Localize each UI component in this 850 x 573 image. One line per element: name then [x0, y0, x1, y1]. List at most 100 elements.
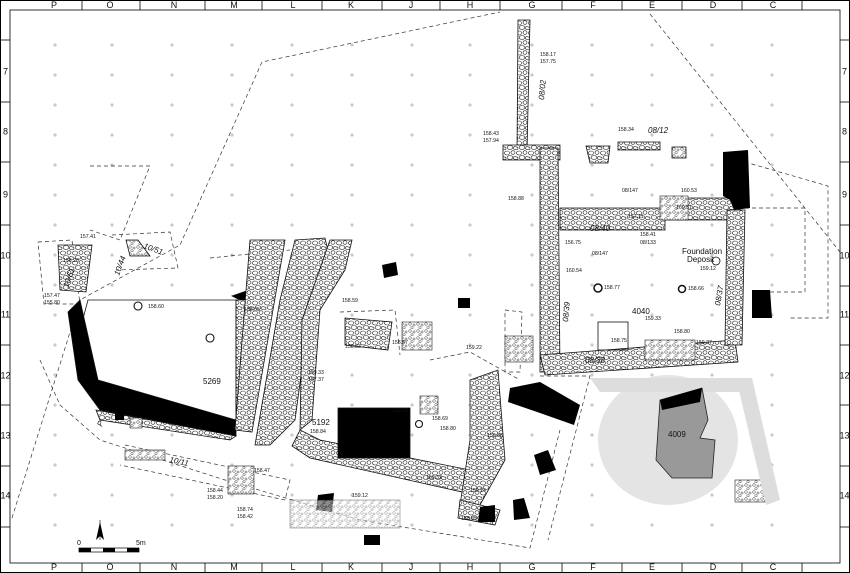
grid-cross: [650, 373, 654, 377]
grid-cross: [590, 343, 594, 347]
locus-label: 08/37: [713, 285, 725, 307]
elevation-label: 157.75: [540, 59, 556, 65]
grid-cross: [53, 43, 57, 47]
row-label: 9: [3, 189, 8, 199]
grid-cross: [530, 373, 534, 377]
grid-cross: [350, 43, 354, 47]
column-label: E: [649, 0, 655, 10]
grid-cross: [710, 223, 714, 227]
building-5192: [254, 237, 506, 526]
grid-cross: [53, 253, 57, 257]
grid-cross: [410, 43, 414, 47]
column-label: P: [51, 0, 57, 10]
row-label: 12: [0, 370, 10, 380]
grid-cross: [650, 283, 654, 287]
grid-cross: [710, 73, 714, 77]
elevation-label: 158.66: [688, 286, 704, 292]
grid-cross: [590, 433, 594, 437]
elevation-labels: 158.17 157.75 158.43 157.94 158.34 158.8…: [44, 52, 716, 522]
grid-cross: [770, 283, 774, 287]
grid-cross: [590, 73, 594, 77]
grid-cross: [530, 493, 534, 497]
elevation-label: 159.12: [352, 493, 368, 499]
grid-cross: [53, 463, 57, 467]
grid-cross: [53, 193, 57, 197]
elevation-label: 157.37: [308, 377, 324, 383]
grid-cross: [590, 373, 594, 377]
grid-cross: [170, 253, 174, 257]
grid-cross: [290, 103, 294, 107]
grid-cross: [53, 493, 57, 497]
grid-cross: [710, 313, 714, 317]
black-features: [115, 262, 580, 545]
locus-label: 08/147: [622, 188, 638, 194]
grid-cross: [710, 193, 714, 197]
grid-cross: [110, 523, 114, 527]
grid-cross: [350, 493, 354, 497]
grid-cross: [650, 103, 654, 107]
unit-label-4040: 4040: [632, 307, 650, 316]
column-label: C: [770, 0, 777, 10]
grid-cross: [53, 133, 57, 137]
row-label: 8: [842, 126, 847, 136]
grid-cross: [290, 43, 294, 47]
grid-cross: [230, 43, 234, 47]
row-label: 7: [3, 66, 8, 76]
elevation-label: 158.44: [207, 488, 223, 494]
unit-label-5269: 5269: [203, 377, 221, 386]
column-label: E: [649, 562, 655, 572]
grid-cross: [468, 133, 472, 137]
elevation-label: 158.86: [487, 433, 503, 439]
grid-cross: [410, 103, 414, 107]
column-label: P: [51, 562, 57, 572]
grid-cross: [710, 163, 714, 167]
locus-label: 08/39: [561, 301, 572, 322]
row-label: 12: [839, 370, 849, 380]
excavation-limit: [11, 11, 841, 549]
grid-cross: [110, 253, 114, 257]
grid-cross: [410, 193, 414, 197]
grid-cross: [170, 193, 174, 197]
grid-cross: [230, 103, 234, 107]
column-label: M: [230, 0, 238, 10]
scale-label-five: 5m: [136, 540, 146, 547]
elevation-label: 158.80: [674, 329, 690, 335]
grid-cross: [230, 253, 234, 257]
grid-cross: [53, 313, 57, 317]
elevation-label: 158.88: [508, 196, 524, 202]
grid-cross: [468, 523, 472, 527]
elevation-label: 158.74: [237, 507, 253, 513]
scale-label-zero: 0: [77, 540, 81, 547]
grid-cross: [410, 493, 414, 497]
foundation-deposit-label: Foundation: [682, 247, 722, 256]
grid-cross: [770, 163, 774, 167]
grid-cross: [53, 523, 57, 527]
grid-cross: [770, 343, 774, 347]
grid-cross: [290, 463, 294, 467]
grid-cross: [290, 223, 294, 227]
grid-cross: [350, 193, 354, 197]
row-label: 9: [842, 189, 847, 199]
row-label: 13: [0, 430, 10, 440]
grid-cross: [770, 193, 774, 197]
row-label: 13: [839, 430, 849, 440]
grid-cross: [590, 523, 594, 527]
locus-label: 10/44: [112, 254, 127, 276]
elevation-label: 158.75: [611, 338, 627, 344]
grid-cross: [468, 343, 472, 347]
grid-row-ticks: [0, 39, 850, 528]
grid-cross: [53, 73, 57, 77]
grid-cross: [770, 103, 774, 107]
elevation-label: 156.75: [565, 240, 581, 246]
unit-label-5192: 5192: [312, 418, 330, 427]
elevation-label: 158.05: [244, 307, 260, 313]
column-label: L: [290, 0, 295, 10]
grid-cross: [170, 133, 174, 137]
elevation-label: 157.47: [44, 293, 60, 299]
elevation-label: 159.27: [696, 340, 712, 346]
grid-cross: [350, 133, 354, 137]
grid-cross: [710, 493, 714, 497]
elevation-label: 159.33: [308, 370, 324, 376]
column-label: G: [528, 0, 535, 10]
grid-cross: [590, 193, 594, 197]
